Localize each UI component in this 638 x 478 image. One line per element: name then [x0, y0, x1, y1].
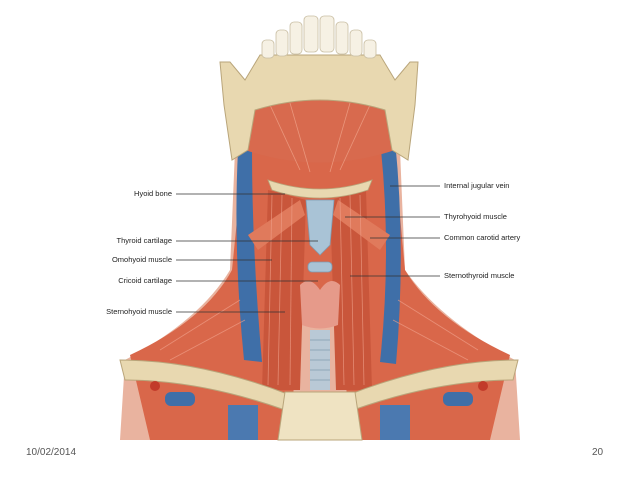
label-thyrohyoid-muscle: Thyrohyoid muscle — [444, 212, 507, 221]
sternohyoid-muscle — [262, 190, 306, 390]
mandible — [219, 54, 419, 161]
label-thyroid-cartilage: Thyroid cartilage — [116, 236, 172, 245]
label-common-carotid-artery: Common carotid artery — [444, 233, 521, 242]
cricoid-cartilage — [307, 261, 333, 273]
label-sternothyroid-muscle: Sternothyroid muscle — [444, 271, 515, 280]
slide-page-number: 20 — [592, 447, 604, 458]
label-internal-jugular-vein: Internal jugular vein — [444, 181, 510, 190]
brachiocephalic-vein-left — [228, 405, 258, 440]
label-omohyoid-muscle: Omohyoid muscle — [111, 255, 172, 264]
label-sternohyoid-muscle: Sternohyoid muscle — [106, 307, 172, 316]
internal-jugular-vein-right — [380, 140, 401, 364]
internal-jugular-vein-left — [236, 150, 262, 362]
manubrium — [277, 391, 363, 441]
label-cricoid-cartilage: Cricoid cartilage — [118, 276, 172, 285]
omohyoid-muscle — [248, 200, 305, 250]
leader-lines — [176, 185, 440, 313]
subclavian-vein-left — [165, 392, 195, 406]
slide-date: 10/02/2014 — [26, 447, 77, 458]
hyoid-bone — [267, 179, 373, 199]
subclavian-vein-right — [443, 392, 473, 406]
label-hyoid-bone: Hyoid bone — [134, 189, 172, 198]
teeth — [261, 15, 377, 59]
brachiocephalic-vein-right — [380, 405, 410, 440]
suprahyoid-muscles — [245, 100, 395, 163]
thyroid-gland — [300, 281, 340, 329]
artery-cross-right — [478, 381, 488, 391]
omohyoid-muscle-right — [333, 200, 390, 250]
artery-cross-left — [150, 381, 160, 391]
